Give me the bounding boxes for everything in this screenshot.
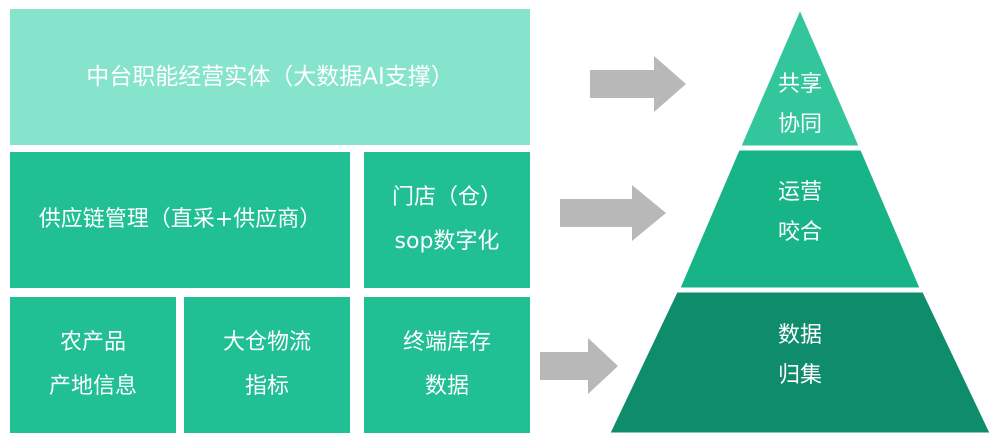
pyramid-bottom-line1: 数据: [777, 323, 822, 348]
pyramid-bottom-line2: 归集: [777, 363, 822, 388]
pyramid-top-tier: [740, 8, 860, 147]
block-supply-chain: 供应链管理（直采+供应商）: [10, 152, 350, 288]
block-supply-chain-label: 供应链管理（直采+供应商）: [38, 207, 322, 232]
block-agri-product-line2: 产地信息: [48, 374, 137, 399]
pyramid-middle-line2: 咬合: [777, 220, 822, 245]
arrow-right-icon: [560, 185, 666, 241]
pyramid-middle-tier: [679, 149, 921, 289]
block-logistics: 大仓物流 指标: [184, 297, 350, 433]
block-agri-product-line1: 农产品: [59, 330, 126, 355]
pyramid-bottom-label: 数据 归集: [740, 325, 860, 387]
block-store-sop-line2: sop数字化: [394, 229, 500, 254]
block-platform-entity-label: 中台职能经营实体（大数据AI支撑）: [86, 63, 454, 90]
block-terminal-inventory-line1: 终端库存: [402, 330, 491, 355]
pyramid-middle-label: 运营 咬合: [740, 182, 860, 244]
block-terminal-inventory-line2: 数据: [424, 374, 469, 399]
pyramid-top-line1: 共享: [777, 72, 822, 97]
block-agri-product: 农产品 产地信息: [10, 297, 176, 433]
block-logistics-line2: 指标: [244, 374, 289, 399]
arrow-right-icon: [540, 338, 618, 394]
block-store-sop: 门店（仓） sop数字化: [364, 152, 530, 288]
pyramid-middle-line1: 运营: [777, 180, 822, 205]
block-store-sop-line1: 门店（仓）: [391, 185, 502, 210]
block-terminal-inventory: 终端库存 数据: [364, 297, 530, 433]
pyramid-top-label: 共享 协同: [740, 74, 860, 136]
pyramid-top-line2: 协同: [777, 112, 822, 137]
arrow-right-icon: [590, 56, 686, 112]
pyramid-bottom-tier: [609, 291, 991, 434]
block-platform-entity: 中台职能经营实体（大数据AI支撑）: [10, 9, 530, 145]
block-logistics-line1: 大仓物流: [222, 330, 311, 355]
